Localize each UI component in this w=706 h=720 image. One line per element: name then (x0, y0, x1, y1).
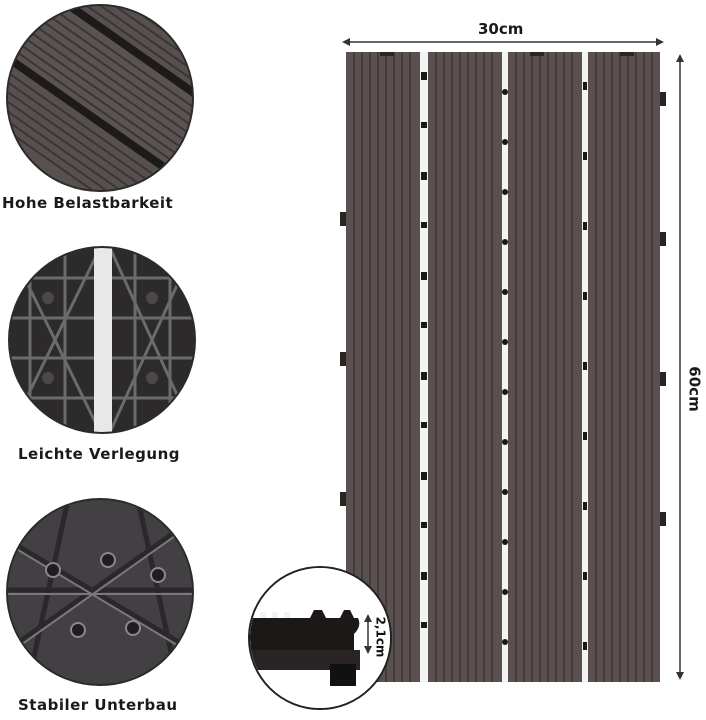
support-grid-icon (8, 500, 192, 684)
grooved-planks-icon (8, 6, 192, 190)
base-closeup-image (6, 498, 194, 686)
thickness-inset (248, 566, 392, 710)
feature-caption-2: Leichte Verlegung (18, 445, 181, 463)
lattice-closeup-image (8, 246, 196, 434)
feature-caption-1: Hohe Belastbarkeit (2, 194, 174, 212)
height-dimension-arrow (676, 54, 684, 680)
width-dimension-arrow (342, 38, 664, 46)
click-lattice-icon (10, 248, 194, 432)
decking-tile-image (340, 52, 666, 682)
width-label: 30cm (478, 20, 524, 38)
tile-profile-icon (250, 568, 390, 708)
thickness-label: 2,1cm (373, 616, 388, 658)
height-label: 60cm (685, 366, 704, 412)
feature-caption-3: Stabiler Unterbau (18, 696, 178, 714)
surface-closeup-image (6, 4, 194, 192)
